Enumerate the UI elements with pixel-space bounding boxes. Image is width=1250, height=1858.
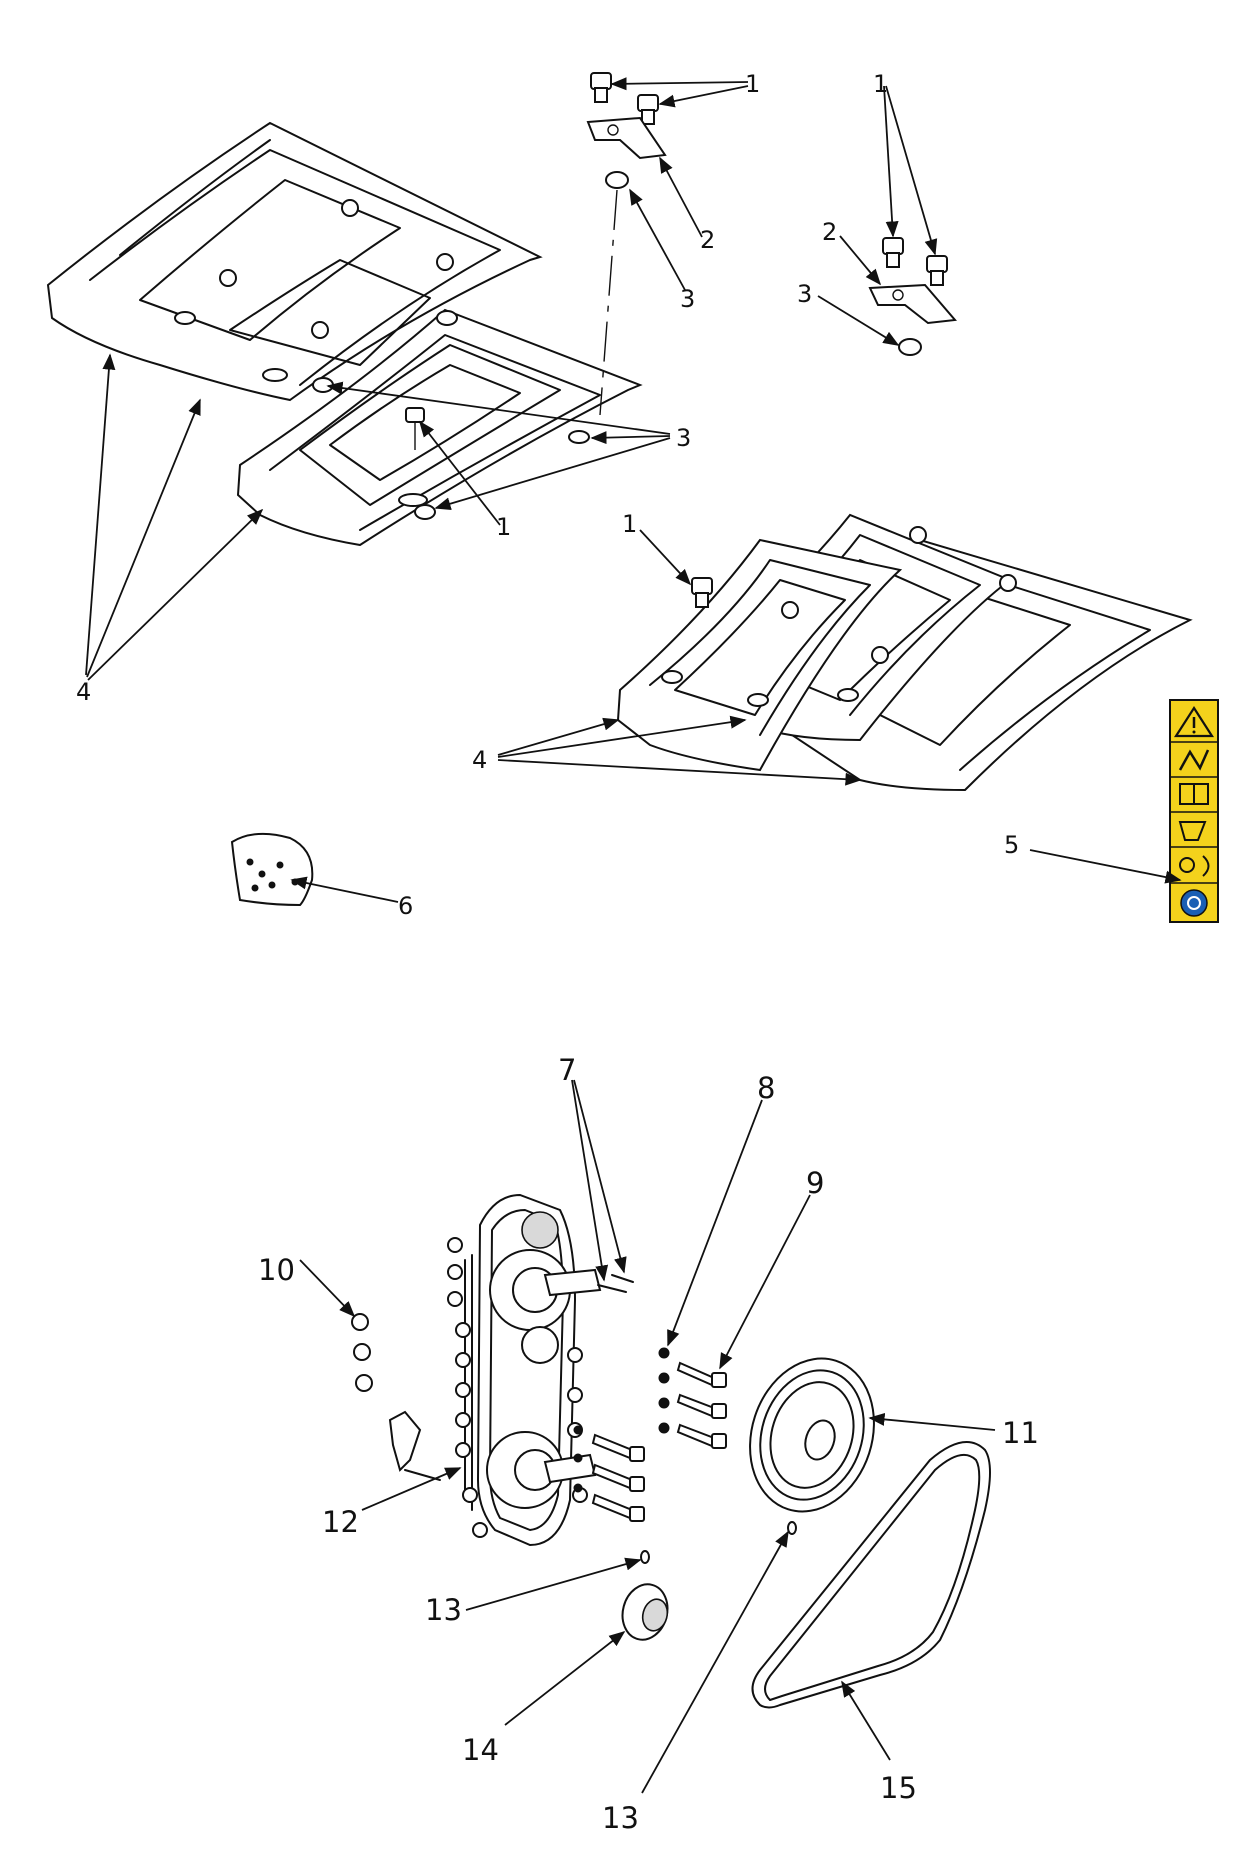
safety-label-strip <box>1169 699 1219 923</box>
callout-9: 9 <box>806 1166 824 1200</box>
v-belt <box>751 1441 991 1709</box>
callout-10: 10 <box>258 1253 295 1287</box>
mandatory-action-icon <box>1180 889 1208 917</box>
key-pin-upper <box>640 1550 650 1564</box>
bolt-right-stack <box>691 577 713 608</box>
drive-pulley <box>749 1357 875 1513</box>
callout-12: 12 <box>322 1505 359 1539</box>
long-bolts-lower <box>573 1425 645 1522</box>
callout-7: 7 <box>558 1053 576 1087</box>
callout-6: 6 <box>398 892 413 920</box>
callout-3-center: 3 <box>680 285 695 313</box>
idler-pulley <box>621 1583 669 1641</box>
callout-2-center: 2 <box>700 226 715 254</box>
callout-1-middle-right: 1 <box>622 510 637 538</box>
nuts-set <box>351 1313 373 1392</box>
callout-3-middle: 3 <box>676 424 691 452</box>
callout-15: 15 <box>880 1771 917 1805</box>
hand-entanglement-icon <box>1178 749 1210 771</box>
gear-hazard-icon <box>1179 857 1195 873</box>
callout-3-right: 3 <box>797 280 812 308</box>
fender-shield-right-stack <box>616 513 1193 792</box>
lock-washers <box>658 1347 670 1434</box>
long-bolts-right <box>676 1361 727 1449</box>
machine-stop-icon <box>1178 821 1207 841</box>
callout-4-right: 4 <box>472 746 487 774</box>
chain-case-housing <box>464 1193 602 1547</box>
callout-4-left: 4 <box>76 678 91 706</box>
fender-shield-b <box>236 308 643 547</box>
callout-1-top-right: 1 <box>873 70 888 98</box>
leader-lines <box>85 77 1182 1794</box>
callout-11: 11 <box>1002 1416 1039 1450</box>
callout-13-lower: 13 <box>602 1801 639 1835</box>
callout-8: 8 <box>757 1071 775 1105</box>
pins <box>597 1274 634 1293</box>
callout-1-top-center: 1 <box>745 70 760 98</box>
shield-bolts-left <box>219 199 590 520</box>
fender-shield-a <box>46 121 543 402</box>
warning-triangle-icon <box>1173 705 1215 738</box>
bracket-assembly-right <box>868 237 957 356</box>
callout-14: 14 <box>462 1733 499 1767</box>
callout-5: 5 <box>1004 831 1019 859</box>
callout-2-right: 2 <box>822 218 837 246</box>
key-pin-lower <box>787 1521 797 1535</box>
bracket-assembly-center <box>586 72 667 416</box>
hardware-bag <box>230 832 314 907</box>
chain-case-bolts <box>447 1237 588 1538</box>
callout-1-middle-left: 1 <box>496 513 511 541</box>
tension-bracket <box>388 1410 441 1481</box>
callout-13-upper: 13 <box>425 1593 462 1627</box>
